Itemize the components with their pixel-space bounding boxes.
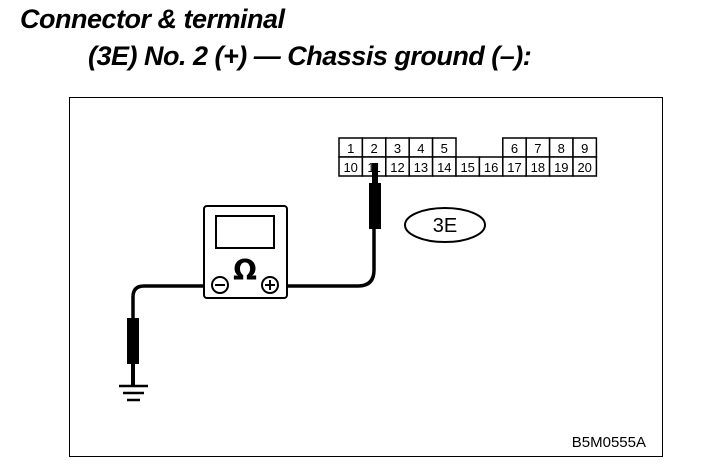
pin-6: 6	[511, 141, 518, 156]
title-line-2: (3E) No. 2 (+) — Chassis ground (–):	[88, 41, 532, 71]
pin-1: 1	[347, 141, 354, 156]
pin-8: 8	[558, 141, 565, 156]
positive-probe	[272, 163, 381, 288]
pin-3: 3	[394, 141, 401, 156]
ground-icon	[119, 384, 148, 402]
diagram-frame	[69, 97, 663, 457]
pin-12: 12	[390, 160, 404, 175]
pin-7: 7	[534, 141, 541, 156]
connector-label: 3E	[404, 207, 486, 243]
pin-16: 16	[484, 160, 498, 175]
pin-15: 15	[460, 160, 474, 175]
ohm-symbol: Ω	[233, 254, 257, 287]
negative-lead	[127, 284, 210, 386]
pin-4: 4	[417, 141, 424, 156]
connector-label-text: 3E	[433, 215, 457, 237]
pin-13: 13	[414, 160, 428, 175]
pin-10: 10	[343, 160, 357, 175]
pin-17: 17	[507, 160, 521, 175]
pin-2: 2	[370, 141, 377, 156]
pin-5: 5	[441, 141, 448, 156]
pin-20-cell	[572, 156, 598, 177]
pin-19: 19	[554, 160, 568, 175]
figure-code: B5M0555A	[572, 434, 646, 451]
pin-9: 9	[581, 141, 588, 156]
connector-3e: 1234567891011121314151617181920	[338, 137, 598, 177]
title-line-1: Connector & terminal	[20, 4, 285, 34]
pin-20: 20	[577, 160, 591, 175]
pin-18: 18	[531, 160, 545, 175]
ohmmeter-icon: Ω	[203, 205, 288, 299]
pin-14: 14	[437, 160, 451, 175]
